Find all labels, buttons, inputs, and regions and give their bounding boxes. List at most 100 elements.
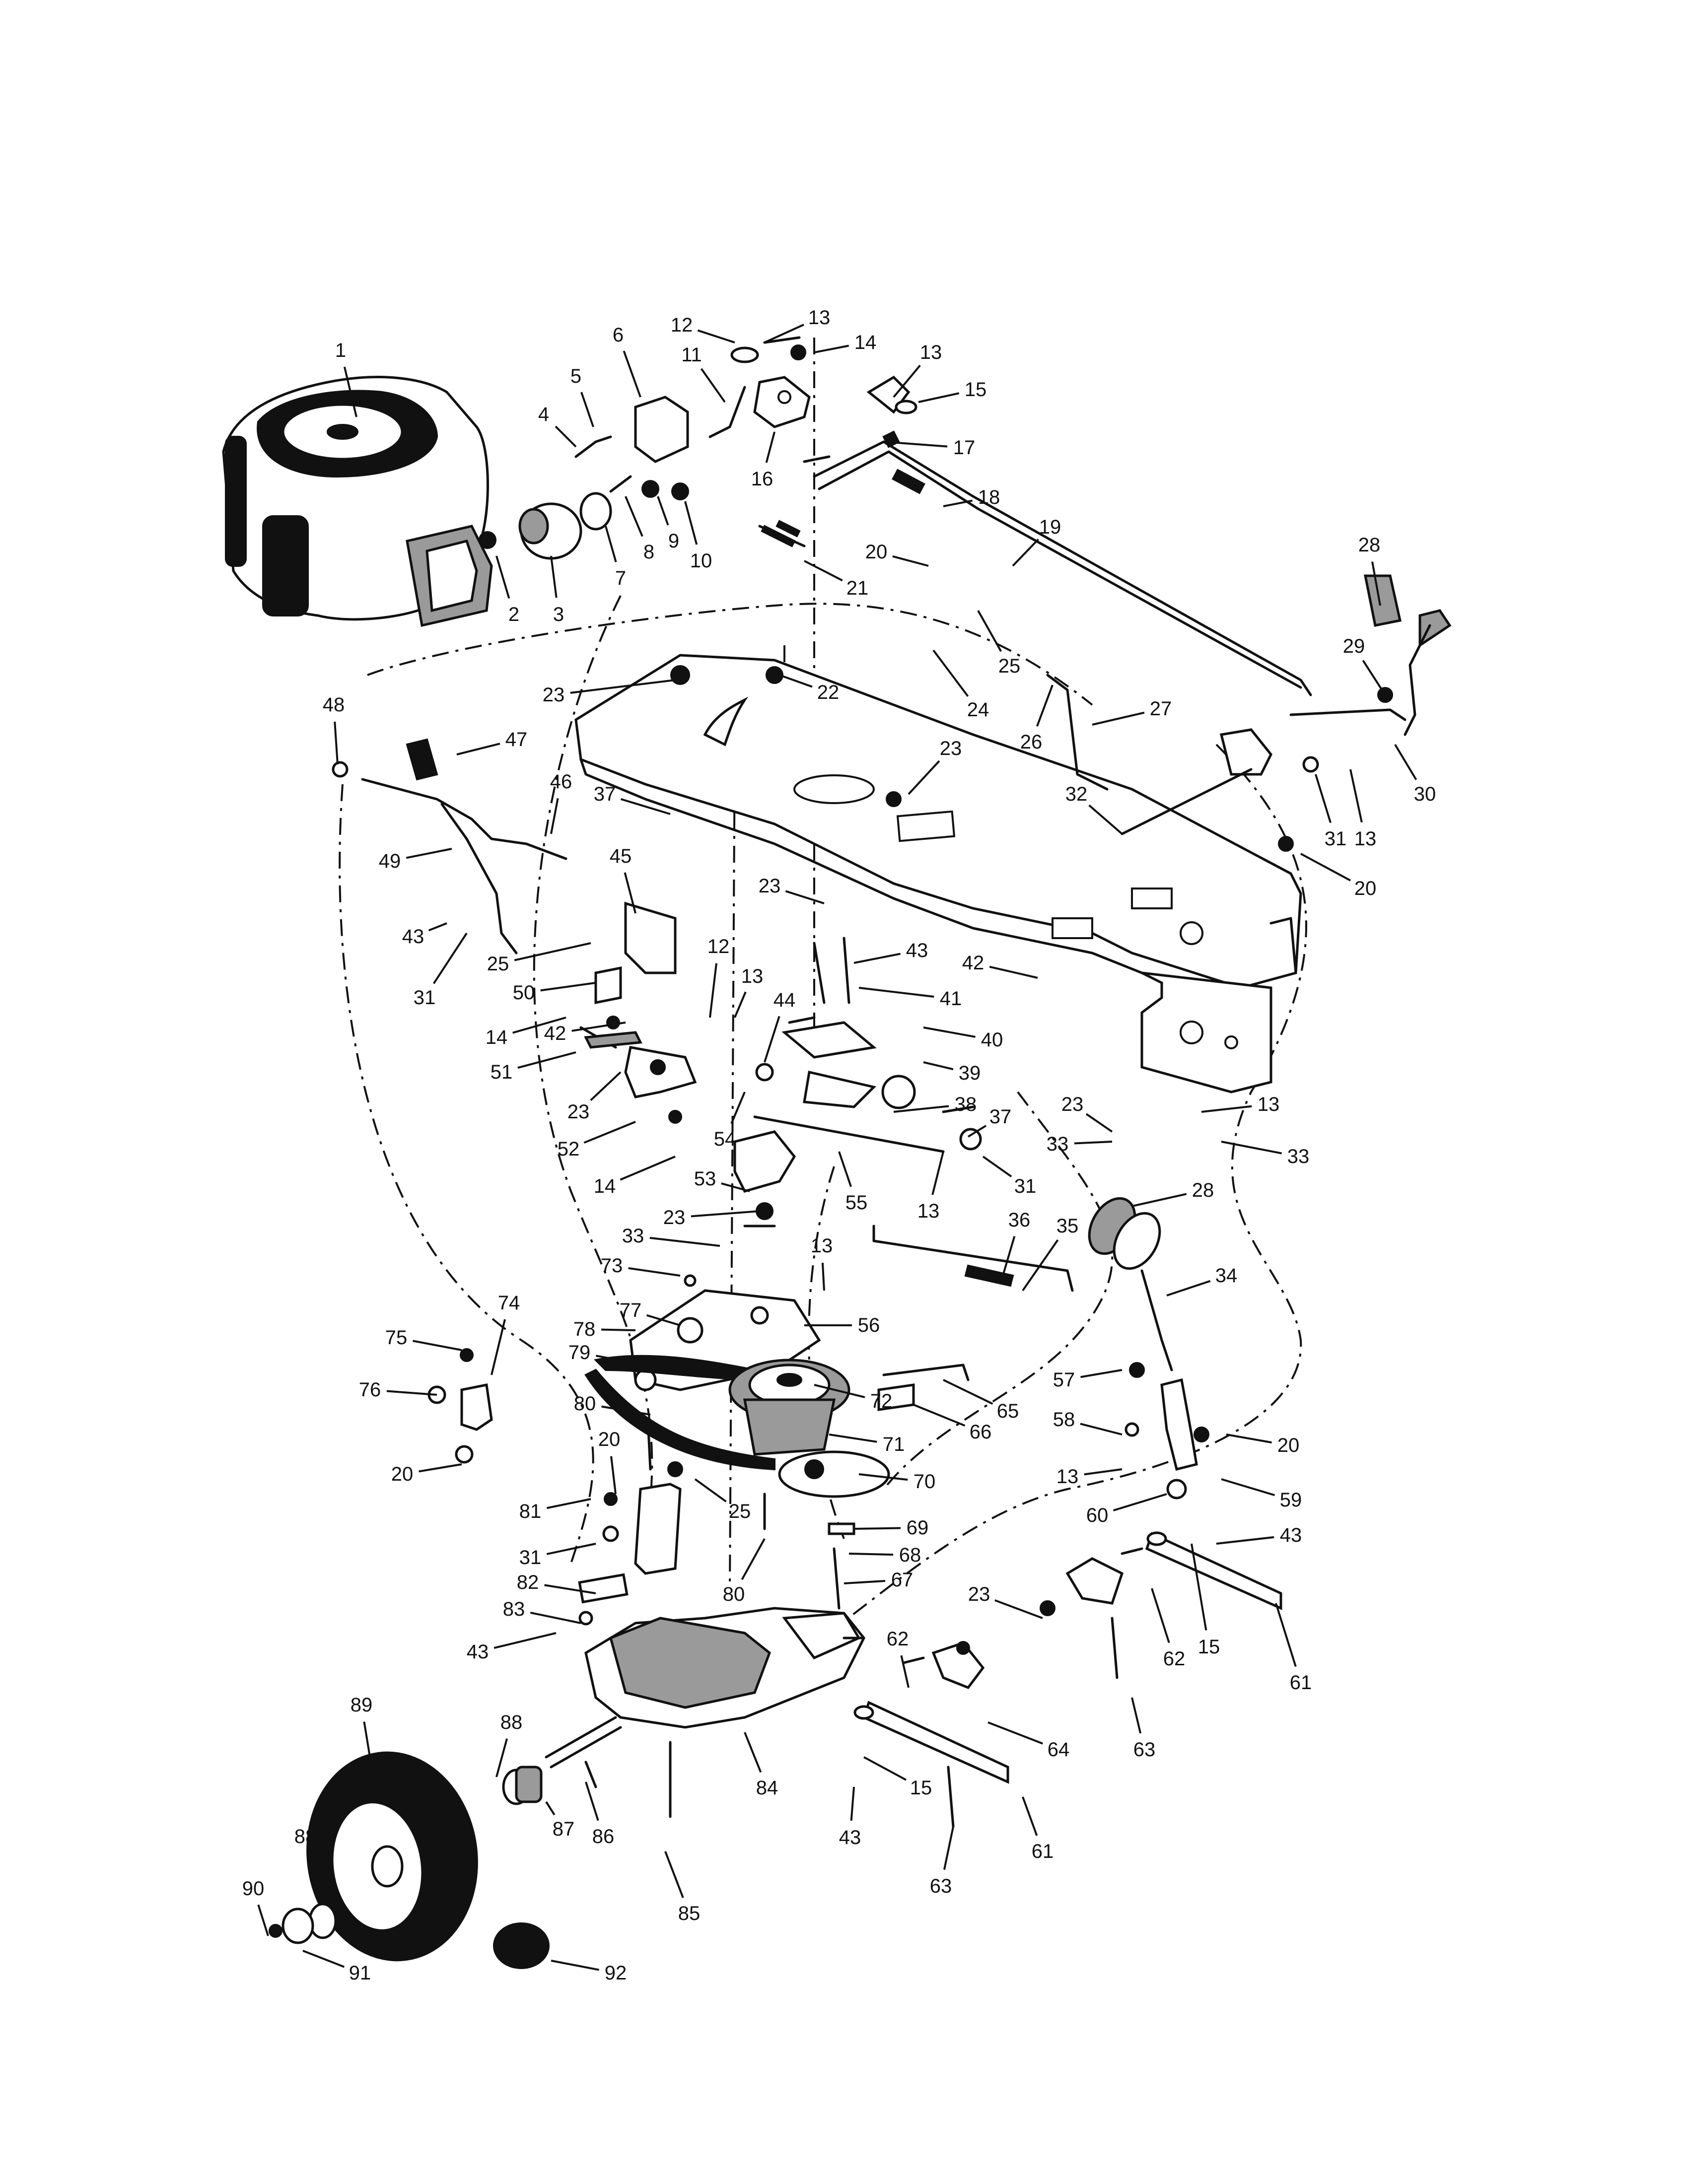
callout-30: 30 (1394, 744, 1436, 805)
callout-number: 29 (1343, 635, 1365, 657)
callout-leader-line (495, 1738, 508, 1777)
callout-leader-line (406, 848, 452, 859)
callout-number: 55 (845, 1192, 868, 1214)
callout-number: 38 (955, 1093, 977, 1115)
callout-62: 62 (1151, 1588, 1186, 1670)
callout-number: 23 (968, 1583, 990, 1605)
callout-number: 45 (610, 845, 632, 867)
callout-leader-line (913, 1404, 966, 1427)
callout-58: 58 (1053, 1409, 1123, 1435)
callout-leader-line (821, 1262, 825, 1291)
callout-number: 92 (605, 1962, 627, 1984)
callout-number: 74 (498, 1292, 520, 1314)
callout-number: 13 (741, 965, 764, 987)
callout-leader-line (257, 1904, 269, 1936)
callout-leader-line (982, 1156, 1012, 1178)
callout-number: 11 (681, 344, 702, 366)
callout-47: 47 (456, 729, 527, 755)
callout-leader-line (1315, 774, 1332, 823)
callout-78: 78 (573, 1318, 636, 1340)
callout-89: 89 (351, 1694, 373, 1773)
callout-leader-line (334, 721, 339, 765)
callout-number: 62 (1163, 1648, 1186, 1670)
callout-leader-line (977, 610, 1002, 652)
callout-20: 20 (865, 541, 929, 567)
callout-61: 61 (1275, 1603, 1312, 1694)
callout-number: 30 (1414, 783, 1436, 805)
callout-15: 15 (1191, 1543, 1220, 1658)
callout-number: 78 (573, 1318, 596, 1340)
callout-leader-line (1085, 1113, 1113, 1133)
callout-number: 85 (678, 1903, 701, 1924)
callout-leader-line (1012, 539, 1039, 567)
callout-80: 80 (574, 1393, 651, 1416)
callout-24: 24 (932, 649, 989, 721)
callout-59: 59 (1221, 1478, 1302, 1511)
callout-number: 79 (568, 1342, 591, 1364)
callout-25: 25 (977, 610, 1020, 677)
callout-21: 21 (804, 560, 868, 599)
callout-leader-line (610, 1456, 617, 1495)
callout-number: 12 (671, 314, 693, 336)
callout-31: 31 (519, 1543, 596, 1569)
bracket-left-74 (427, 1348, 493, 1464)
callout-52: 52 (558, 1121, 636, 1160)
callout-23: 23 (759, 875, 825, 904)
callout-number: 31 (1014, 1175, 1037, 1197)
callout-number: 88 (500, 1711, 523, 1733)
callout-76: 76 (359, 1379, 437, 1401)
callout-38: 38 (893, 1093, 977, 1115)
callout-39: 39 (923, 1061, 981, 1084)
callout-number: 36 (1008, 1209, 1031, 1231)
callout-number: 63 (930, 1875, 952, 1897)
transaxle (545, 1607, 865, 1769)
pedal-assembly-right (1046, 574, 1452, 852)
callout-4: 4 (538, 404, 577, 448)
callout-66: 66 (913, 1404, 991, 1443)
callout-37: 37 (594, 783, 671, 815)
callout-number: 64 (1048, 1739, 1070, 1761)
callout-33: 33 (1047, 1133, 1113, 1155)
callout-leader-line (893, 364, 921, 398)
callout-43: 43 (839, 1786, 861, 1848)
callout-number: 9 (668, 530, 679, 552)
callout-40: 40 (923, 1026, 1003, 1051)
callout-number: 65 (997, 1400, 1019, 1422)
callout-87: 87 (545, 1801, 574, 1840)
callout-92: 92 (551, 1960, 627, 1984)
callout-leader-line (744, 1732, 762, 1773)
callout-leader-line (628, 1267, 681, 1277)
callout-10: 10 (684, 501, 712, 572)
callout-3: 3 (550, 555, 564, 625)
callout-number: 26 (1020, 731, 1043, 753)
callout-leader-line (546, 1498, 591, 1509)
callout-leader-line (1371, 561, 1381, 606)
callout-leader-line (555, 425, 577, 448)
callout-88: 88 (495, 1711, 523, 1777)
callout-leader-line (491, 1319, 506, 1375)
callout-5: 5 (570, 365, 594, 427)
callout-leader-line (1002, 1236, 1016, 1276)
callout-leader-line (691, 1210, 760, 1218)
callout-number: 60 (1086, 1504, 1109, 1526)
callout-number: 23 (759, 875, 781, 897)
callout-leader-line (493, 1632, 557, 1649)
callout-number: 14 (486, 1026, 508, 1048)
callout-88: 88 (294, 1826, 319, 1892)
callout-14: 14 (594, 1156, 676, 1197)
callout-number: 80 (723, 1583, 745, 1605)
callout-13: 13 (1349, 769, 1376, 850)
callout-number: 49 (379, 850, 401, 872)
callout-43: 43 (853, 940, 928, 964)
callout-13: 13 (811, 1235, 833, 1291)
callout-64: 64 (987, 1721, 1070, 1761)
callout-number: 28 (1358, 534, 1381, 556)
callout-number: 20 (391, 1463, 414, 1485)
callout-number: 7 (615, 567, 626, 589)
callout-leader-line (923, 1026, 976, 1038)
callout-26: 26 (1020, 684, 1054, 753)
callout-leader-line (923, 1061, 954, 1071)
callout-number: 56 (858, 1314, 880, 1336)
callout-leader-line (892, 555, 929, 567)
callout-54: 54 (714, 1092, 746, 1150)
